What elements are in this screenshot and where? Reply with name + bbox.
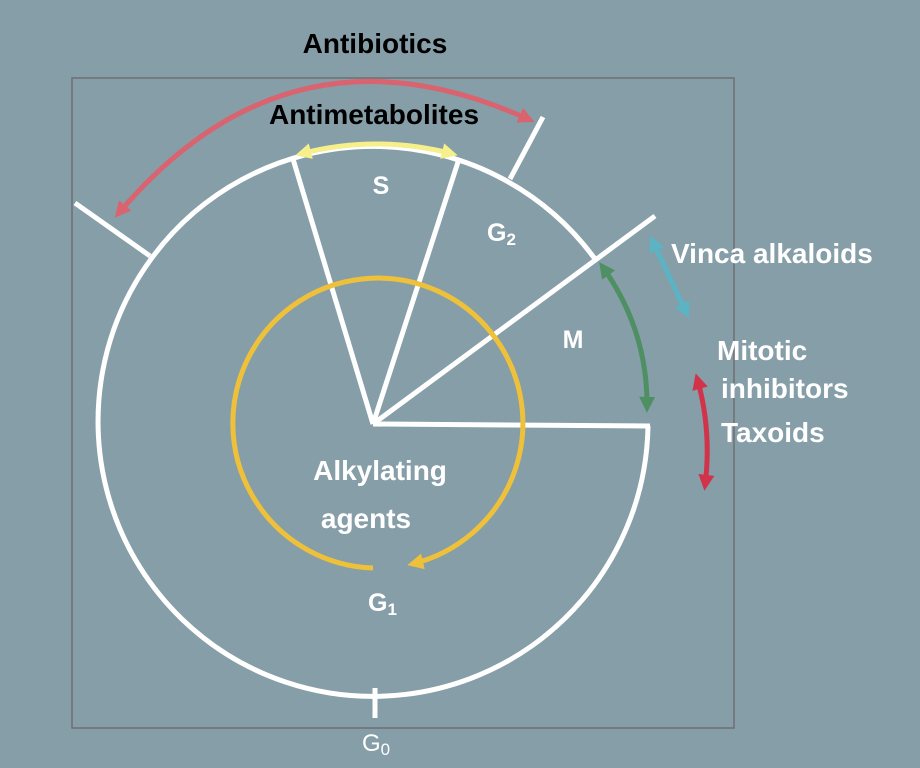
g2-letter: G xyxy=(487,219,506,247)
g2-phase-label: G2 xyxy=(487,219,516,249)
antibiotics-label: Antibiotics xyxy=(303,28,448,59)
vinca-alkaloids-label: Vinca alkaloids xyxy=(671,238,873,269)
alkylating-label-line1: Alkylating xyxy=(313,455,447,486)
alkylating-agents-arrow xyxy=(230,275,526,571)
g0-letter: G xyxy=(362,730,381,757)
divider-g1-s xyxy=(290,158,376,425)
g1-phase-label: G1 xyxy=(368,589,397,619)
divider-m-g1 xyxy=(372,421,651,429)
m-phase-label: M xyxy=(563,326,584,354)
g0-subscript: 0 xyxy=(381,740,390,759)
g2-subscript: 2 xyxy=(506,230,515,249)
frame-box xyxy=(71,77,735,729)
antimetabolites-arrow xyxy=(295,141,458,159)
mitotic-label-line1: Mitotic xyxy=(717,335,807,366)
mitotic-label-line2: inhibitors xyxy=(721,373,849,404)
divider-g2-m xyxy=(371,213,657,427)
vinca-alkaloids-arrow xyxy=(649,235,690,319)
alkylating-label-line2: agents xyxy=(321,503,411,534)
m-phase-arrow xyxy=(599,262,656,413)
mitotic-inhibitors-arrow xyxy=(692,373,715,491)
g1-subscript: 1 xyxy=(387,600,396,619)
s-phase-label: S xyxy=(373,172,390,200)
taxoids-label: Taxoids xyxy=(721,417,825,448)
g0-phase-label: G0 xyxy=(362,730,390,759)
antimetabolites-label: Antimetabolites xyxy=(269,99,479,130)
g1-letter: G xyxy=(368,589,387,617)
antibiotics-tick-left xyxy=(73,200,152,259)
antibiotics-arrow xyxy=(114,78,535,218)
antibiotics-tick-right xyxy=(507,115,546,181)
